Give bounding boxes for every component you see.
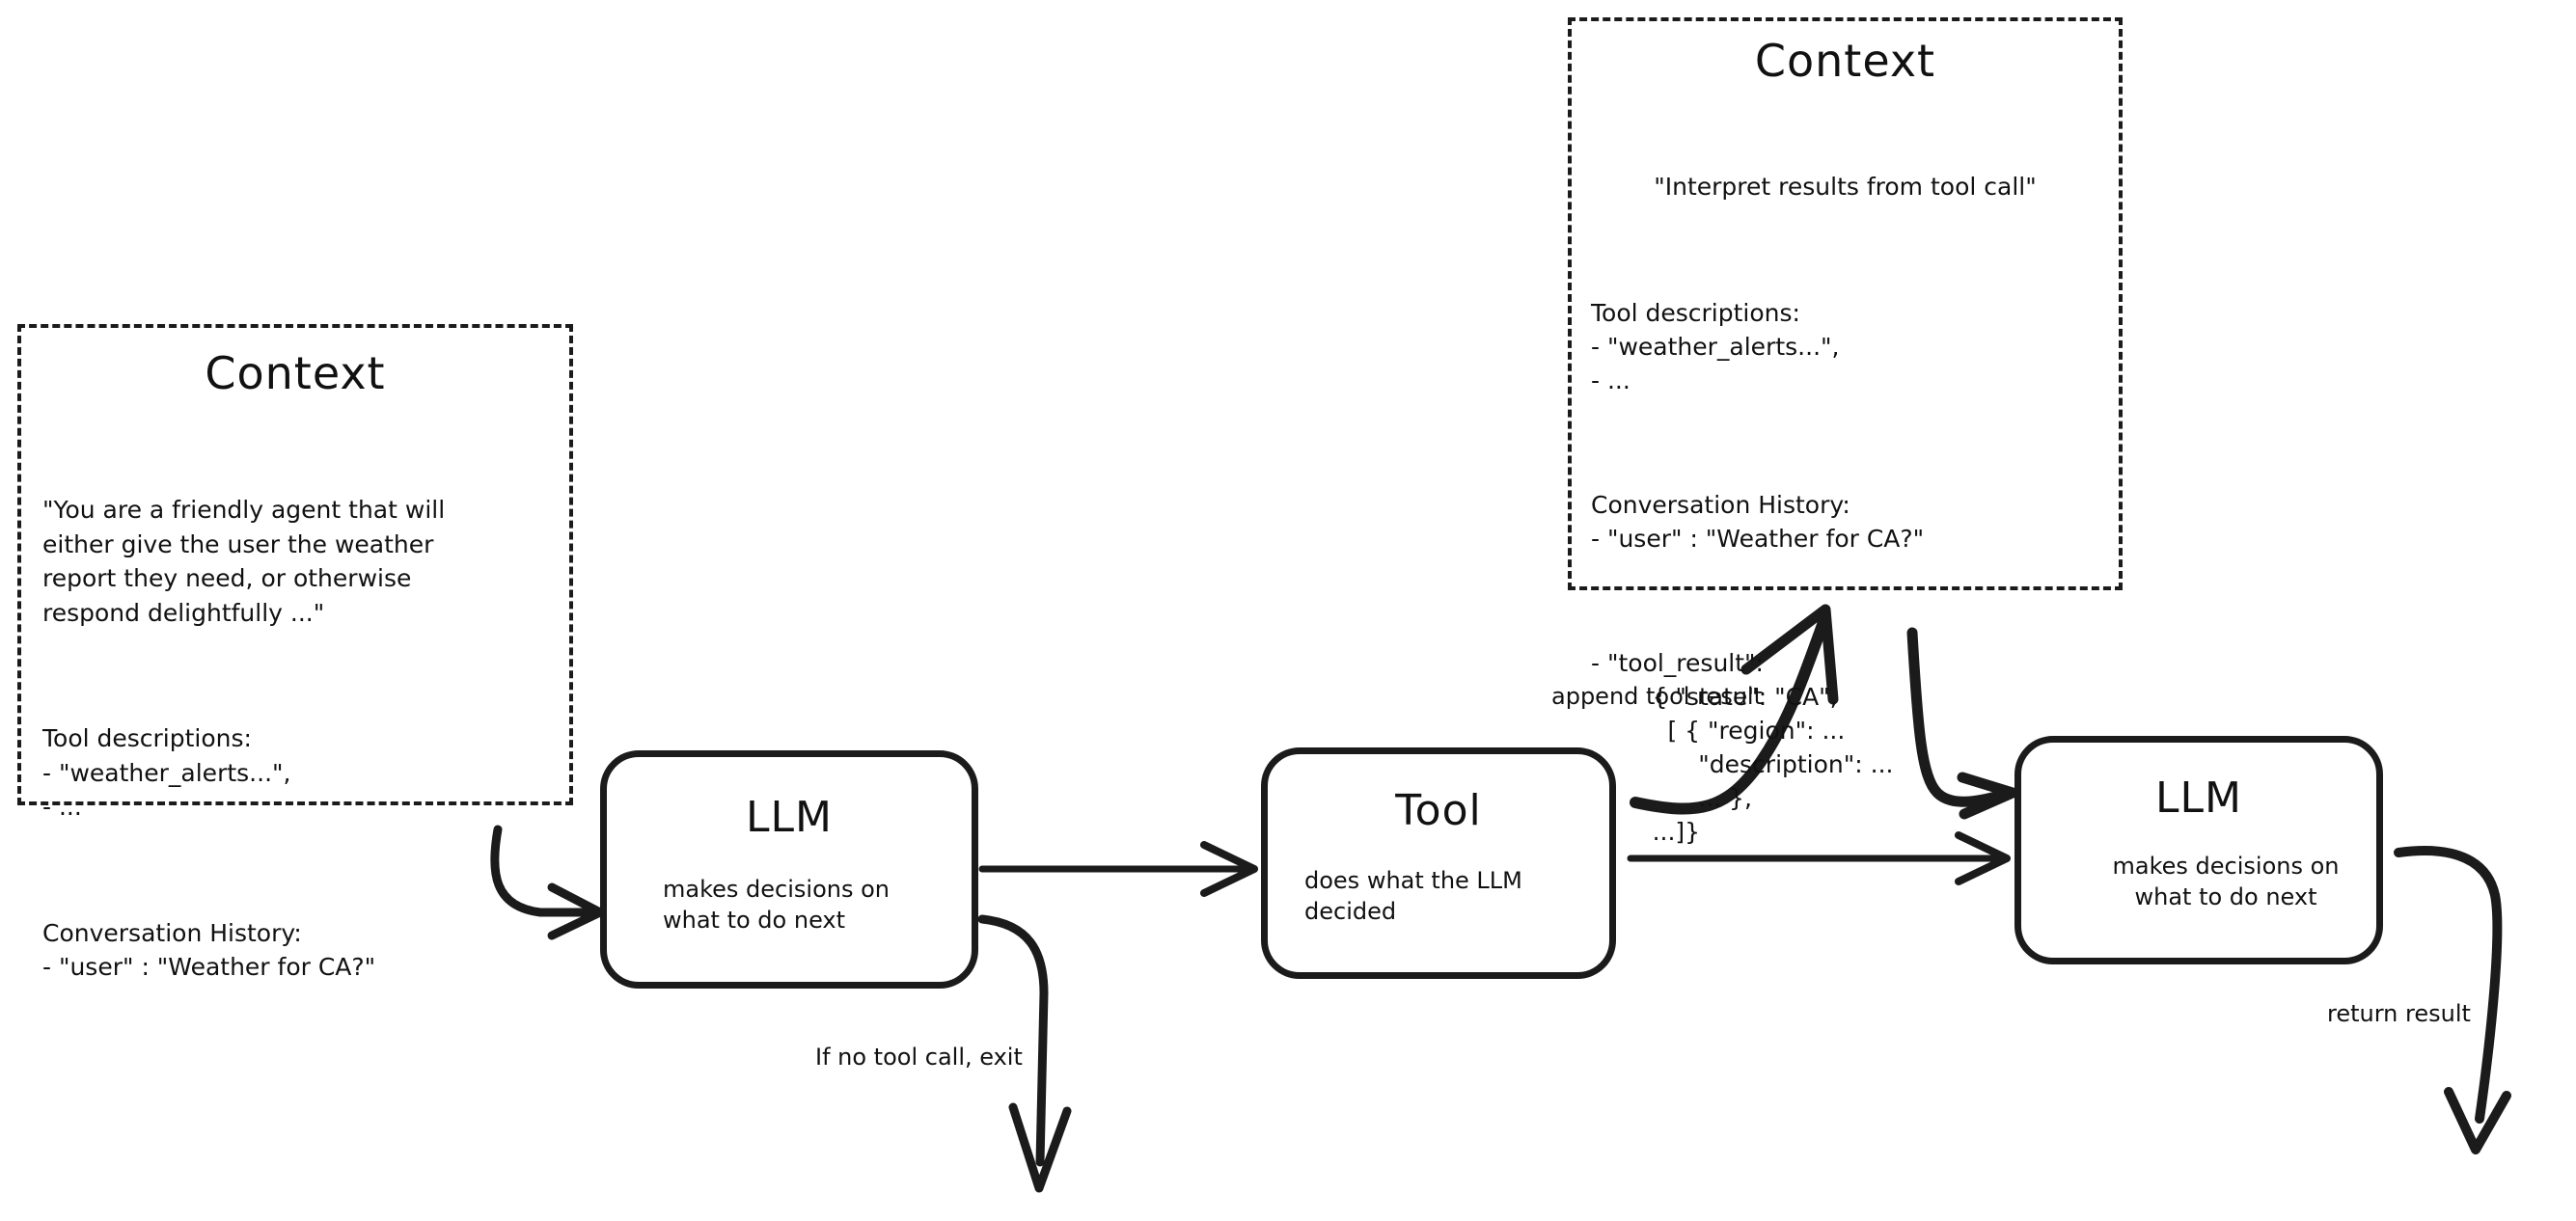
edge-label-if-no-tool-call-exit: If no tool call, exit bbox=[815, 1044, 1023, 1071]
node-llm-first-subtitle: makes decisions on what to do next bbox=[663, 876, 890, 934]
arrow-llm1-to-tool bbox=[978, 841, 1258, 897]
node-llm-first-title: LLM bbox=[746, 793, 833, 842]
edge-label-append-tool-result: append tool result bbox=[1551, 683, 1763, 710]
node-llm-second-subtitle: makes decisions on what to do next bbox=[2112, 853, 2340, 910]
edge-label-return-result: return result bbox=[2327, 1000, 2471, 1027]
context-box-left: Context "You are a friendly agent that w… bbox=[17, 324, 573, 981]
context-right-body: "Interpret results from tool call" Tool … bbox=[1591, 102, 2099, 916]
context-right-tool-descriptions: Tool descriptions: - "weather_alerts..."… bbox=[1591, 299, 1840, 394]
context-right-conversation-history: Conversation History: - "user" : "Weathe… bbox=[1591, 491, 1925, 553]
context-left-title: Context bbox=[205, 347, 386, 399]
node-tool-subtitle: does what the LLM decided bbox=[1304, 867, 1522, 925]
context-right-tool-result: - "tool_result": { "state": "CA", [ { "r… bbox=[1591, 649, 1894, 846]
context-box-right: Context "Interpret results from tool cal… bbox=[1568, 17, 2123, 846]
context-left-tool-descriptions: Tool descriptions: - "weather_alerts..."… bbox=[42, 724, 291, 821]
node-tool-title: Tool bbox=[1395, 786, 1482, 835]
context-right-quote: "Interpret results from tool call" bbox=[1654, 173, 2037, 201]
node-tool[interactable]: Tool does what the LLM decided bbox=[1261, 747, 1616, 979]
context-left-conversation-history: Conversation History: - "user" : "Weathe… bbox=[42, 918, 376, 982]
node-llm-first[interactable]: LLM makes decisions on what to do next bbox=[600, 750, 978, 989]
node-llm-second-title: LLM bbox=[2155, 773, 2242, 823]
context-right-title: Context bbox=[1754, 35, 1936, 87]
node-llm-second[interactable]: LLM makes decisions on what to do next bbox=[2014, 736, 2383, 964]
context-left-body: "You are a friendly agent that will eith… bbox=[42, 424, 548, 1053]
context-left-system-prompt: "You are a friendly agent that will eith… bbox=[42, 496, 446, 627]
